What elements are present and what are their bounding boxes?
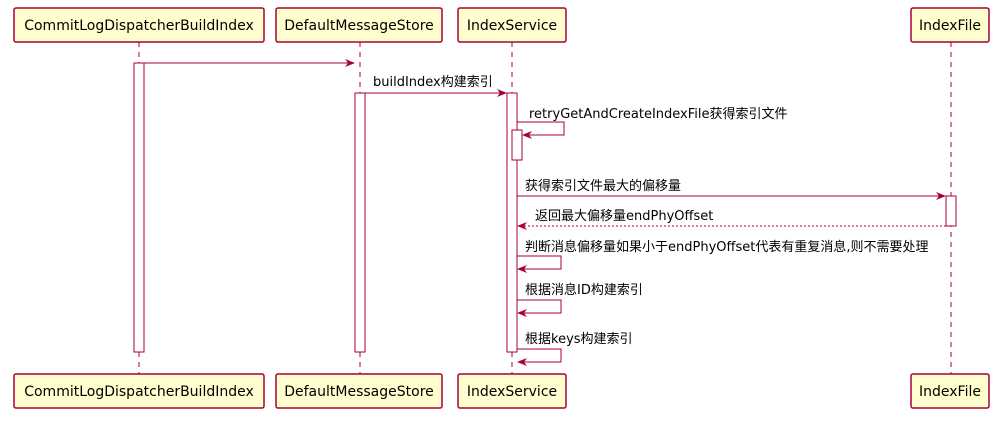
message-return-end-phy-offset: 返回最大偏移量endPhyOffset bbox=[517, 209, 946, 230]
message-label: 根据消息ID构建索引 bbox=[525, 282, 643, 298]
participant-defaultmessagestore-bottom: DefaultMessageStore bbox=[275, 373, 443, 409]
participant-commitlogdispatcherbuildindex-bottom: CommitLogDispatcherBuildIndex bbox=[13, 373, 265, 409]
message-label: buildIndex构建索引 bbox=[373, 75, 493, 90]
participant-label: DefaultMessageStore bbox=[284, 18, 434, 34]
participant-defaultmessagestore-top: DefaultMessageStore bbox=[275, 7, 443, 43]
participant-indexservice-bottom: IndexService bbox=[457, 373, 567, 409]
message-label: 获得索引文件最大的偏移量 bbox=[525, 178, 681, 194]
participant-label: DefaultMessageStore bbox=[284, 384, 434, 400]
participant-label: CommitLogDispatcherBuildIndex bbox=[24, 384, 254, 400]
message-label: 判断消息偏移量如果小于endPhyOffset代表有重复消息,则不需要处理 bbox=[525, 239, 928, 255]
message-label: retryGetAndCreateIndexFile获得索引文件 bbox=[529, 106, 787, 122]
message-get-max-offset: 获得索引文件最大的偏移量 bbox=[517, 178, 946, 200]
participant-indexservice-top: IndexService bbox=[457, 7, 567, 43]
participant-label: CommitLogDispatcherBuildIndex bbox=[24, 18, 254, 34]
activation-defaultmessagestore bbox=[354, 92, 366, 353]
message-arrow bbox=[517, 255, 562, 273]
participant-commitlogdispatcherbuildindex-top: CommitLogDispatcherBuildIndex bbox=[13, 7, 265, 43]
message-check-duplicate: 判断消息偏移量如果小于endPhyOffset代表有重复消息,则不需要处理 bbox=[517, 239, 928, 273]
message-label: 返回最大偏移量endPhyOffset bbox=[535, 209, 713, 224]
message-arrow bbox=[517, 348, 562, 366]
message-retry-get-index-file: retryGetAndCreateIndexFile获得索引文件 bbox=[517, 106, 787, 139]
activation-indexservice-nested bbox=[511, 129, 523, 161]
message-label: 根据keys构建索引 bbox=[525, 332, 633, 347]
activation-commitlogdispatcherbuildindex bbox=[133, 62, 145, 353]
message-arrow bbox=[517, 299, 562, 317]
participant-indexfile-top: IndexFile bbox=[910, 7, 990, 43]
message-build-index-by-id: 根据消息ID构建索引 bbox=[517, 282, 643, 317]
message-build-index: buildIndex构建索引 bbox=[365, 75, 507, 97]
participant-indexfile-bottom: IndexFile bbox=[910, 373, 990, 409]
participant-label: IndexService bbox=[467, 384, 557, 400]
participant-label: IndexFile bbox=[919, 18, 981, 34]
participant-label: IndexService bbox=[467, 18, 557, 34]
activation-indexfile bbox=[945, 195, 957, 227]
message-build-index-by-keys: 根据keys构建索引 bbox=[517, 332, 633, 366]
message-arrow bbox=[517, 121, 565, 139]
participant-label: IndexFile bbox=[919, 384, 981, 400]
